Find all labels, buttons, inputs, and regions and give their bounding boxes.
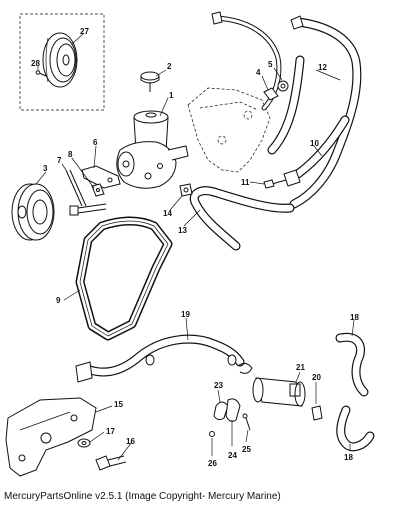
callout-28: 28 (31, 59, 40, 68)
drive-belt-9[interactable] (75, 216, 173, 341)
leader-lines (35, 32, 355, 461)
callout-19: 19 (181, 310, 190, 319)
nut-14[interactable] (179, 183, 193, 197)
callout-11: 11 (241, 178, 250, 187)
fitting-11[interactable] (263, 179, 275, 189)
callout-6: 6 (93, 138, 98, 147)
callout-5: 5 (268, 60, 273, 69)
hose-18-lower[interactable] (336, 405, 375, 452)
callout-18-upper: 18 (350, 313, 359, 322)
callout-3: 3 (43, 164, 48, 173)
callout-7: 7 (57, 156, 62, 165)
callout-4: 4 (256, 68, 261, 77)
mounting-bracket-15[interactable] (5, 397, 97, 477)
cooler-21[interactable] (252, 377, 306, 407)
callout-10: 10 (310, 139, 319, 148)
hose-segment-vertical[interactable] (267, 55, 305, 155)
callout-16: 16 (126, 437, 135, 446)
pulley-3[interactable] (11, 183, 55, 241)
screw-28[interactable] (35, 70, 47, 77)
nut-5[interactable] (277, 80, 289, 92)
bolt-25[interactable] (242, 413, 251, 431)
callout-21: 21 (296, 363, 305, 372)
bolt-16[interactable] (95, 455, 127, 471)
hose-19[interactable] (75, 334, 245, 383)
inset-dashed-frame (19, 13, 105, 111)
callout-27: 27 (80, 27, 89, 36)
pulley-27[interactable] (42, 32, 78, 88)
upper-mounting-bracket[interactable] (187, 87, 271, 173)
callout-2: 2 (167, 62, 172, 71)
callout-23: 23 (214, 381, 223, 390)
bracket-6[interactable] (81, 165, 121, 189)
fitting-4[interactable] (263, 87, 279, 101)
callout-1: 1 (169, 91, 174, 100)
callout-24: 24 (228, 451, 237, 460)
washer-17[interactable] (77, 438, 91, 448)
plug-20[interactable] (311, 405, 323, 421)
callout-20: 20 (312, 373, 321, 382)
clamp-23[interactable] (213, 401, 229, 421)
hose-18-upper[interactable] (335, 332, 369, 397)
hose-13[interactable] (189, 186, 295, 251)
callout-15: 15 (114, 400, 123, 409)
callout-25: 25 (242, 445, 251, 454)
callout-12: 12 (318, 63, 327, 72)
inset-pulley-detail (19, 13, 105, 111)
clamp-24[interactable] (225, 398, 241, 422)
hose-clamp-19[interactable] (237, 362, 253, 374)
callout-8: 8 (68, 150, 73, 159)
callout-18-lower: 18 (344, 453, 353, 462)
filler-cap-2[interactable] (140, 71, 160, 92)
washer-8[interactable] (91, 183, 105, 197)
callout-13: 13 (178, 226, 187, 235)
callout-26: 26 (208, 459, 217, 468)
screw-26[interactable] (209, 431, 215, 437)
copyright-caption: MercuryPartsOnline v2.5.1 (Image Copyrig… (4, 491, 281, 502)
callout-labels: 27 28 2 1 4 5 12 6 7 8 3 10 11 14 13 9 1… (31, 27, 359, 468)
bolt-8-long[interactable] (69, 203, 107, 216)
callout-17: 17 (106, 427, 115, 436)
hose-12[interactable] (289, 15, 362, 209)
callout-9: 9 (56, 296, 61, 305)
stud-7[interactable] (65, 169, 87, 207)
callout-14: 14 (163, 209, 172, 218)
power-steering-pump-1[interactable] (116, 110, 189, 189)
